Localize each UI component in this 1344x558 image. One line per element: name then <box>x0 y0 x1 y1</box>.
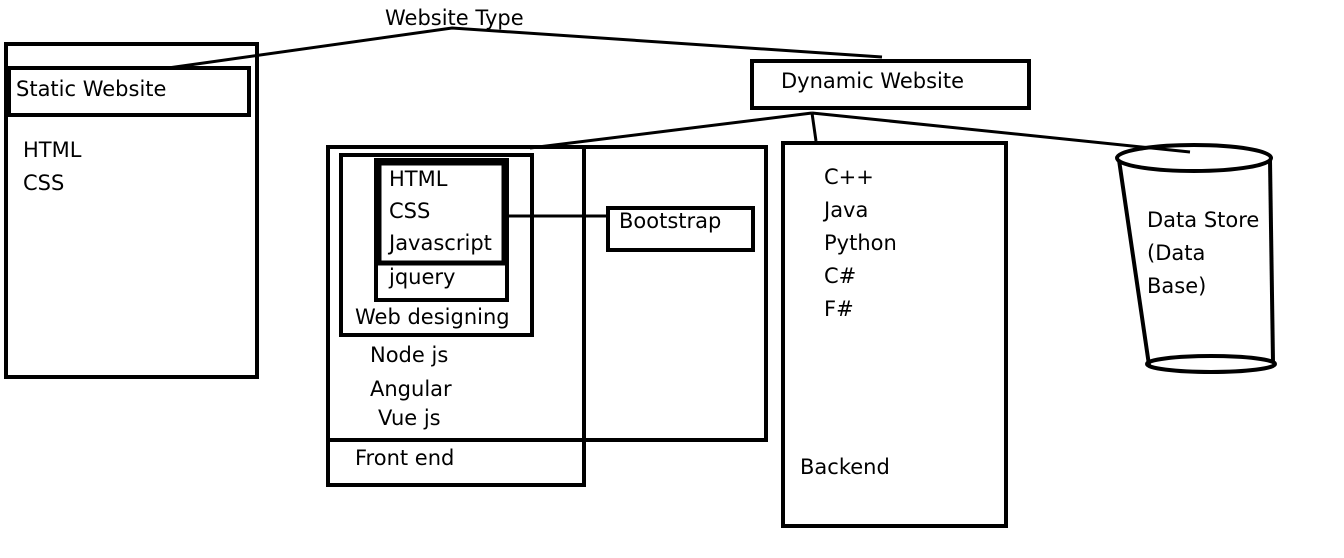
static-item-html: HTML <box>23 138 82 162</box>
backend-item-csharp: C# <box>824 264 856 288</box>
core-item-html: HTML <box>389 167 448 191</box>
connectors <box>167 26 1191 218</box>
web-designing-box <box>339 153 534 337</box>
connector-dynamic-backend <box>810 112 818 142</box>
jquery-label: jquery <box>388 265 455 289</box>
core-item-javascript: Javascript <box>387 231 492 255</box>
core-languages-box <box>376 160 507 266</box>
framework-vue-js: Vue js <box>378 406 441 430</box>
datastore-cylinder-icon <box>1115 143 1277 374</box>
static-website-title-box <box>7 66 251 117</box>
backend-box <box>781 141 1008 528</box>
backend-item-python: Python <box>824 231 897 255</box>
connector-dynamic-frontend <box>529 111 813 150</box>
diagram-title: Website Type <box>385 6 524 30</box>
bootstrap-box <box>606 206 755 252</box>
datastore-line-3: Base) <box>1147 274 1206 298</box>
web-designing-label: Web designing <box>355 305 510 329</box>
backend-label: Backend <box>800 455 890 479</box>
datastore-line-2: (Data <box>1147 241 1205 265</box>
dynamic-website-title: Dynamic Website <box>781 69 964 93</box>
dynamic-website-box <box>750 59 1031 110</box>
connector-dynamic-datastore <box>811 111 1191 154</box>
static-website-title: Static Website <box>16 77 166 101</box>
datastore-line-1: Data Store <box>1147 208 1259 232</box>
framework-angular: Angular <box>370 377 452 401</box>
bootstrap-label: Bootstrap <box>619 209 721 233</box>
frontend-label: Front end <box>355 446 454 470</box>
core-item-css: CSS <box>389 199 430 223</box>
backend-item-java: Java <box>822 198 868 222</box>
jquery-box <box>374 158 509 302</box>
connector-title-static <box>167 26 883 70</box>
frontend-label-box <box>326 145 586 487</box>
static-website-container <box>4 42 259 379</box>
static-item-css: CSS <box>23 171 64 195</box>
backend-item-cpp: C++ <box>824 165 874 189</box>
backend-item-fsharp: F# <box>824 297 854 321</box>
framework-node-js: Node js <box>370 343 448 367</box>
